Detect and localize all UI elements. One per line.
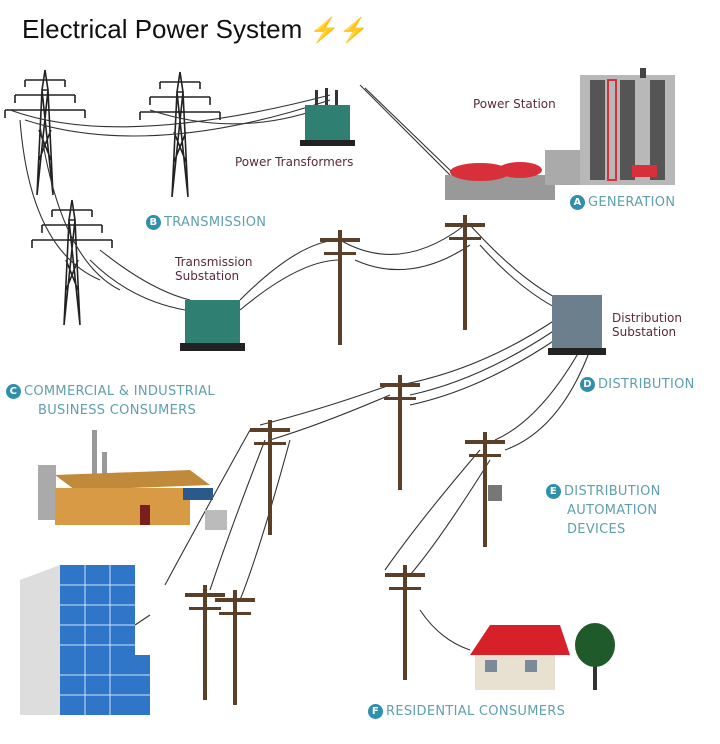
- stage-text: DISTRIBUTION: [598, 377, 695, 392]
- transmission-substation: [180, 300, 245, 351]
- house: [470, 625, 570, 690]
- utility-pole: [445, 215, 485, 330]
- stage-text: DISTRIBUTION: [564, 484, 661, 499]
- utility-pole: [385, 565, 425, 680]
- power-transformer: [300, 88, 355, 146]
- office-building: [20, 565, 150, 715]
- label-line: Substation: [612, 325, 677, 339]
- stage-badge: A: [570, 195, 585, 210]
- power-station: [445, 68, 675, 200]
- stage-text: GENERATION: [588, 195, 676, 210]
- stage-badge: E: [546, 484, 561, 499]
- power-lines: [9, 84, 591, 651]
- stage-badge: B: [146, 215, 161, 230]
- stage-text: DEVICES: [567, 522, 626, 537]
- utility-pole: [380, 375, 420, 490]
- automation-device: [488, 485, 502, 501]
- power-transformers-label: Power Transformers: [235, 155, 354, 169]
- label-line: Substation: [175, 269, 240, 283]
- page-title: Electrical Power System ⚡⚡: [22, 14, 370, 44]
- utility-pole: [250, 420, 290, 535]
- stage-text: COMMERCIAL & INDUSTRIAL: [24, 384, 215, 399]
- stage-badge: C: [6, 384, 21, 399]
- power-station-label: Power Station: [473, 97, 556, 111]
- tree: [575, 623, 615, 690]
- stage-badge: D: [580, 377, 595, 392]
- label-line: Distribution: [612, 311, 683, 325]
- transmission-tower: [4, 69, 86, 196]
- distribution-substation: [548, 295, 606, 355]
- stage-badge: F: [368, 704, 383, 719]
- label-line: Transmission: [175, 255, 253, 269]
- stage-text: BUSINESS CONSUMERS: [38, 403, 197, 418]
- factory: [38, 430, 227, 530]
- stage-text: TRANSMISSION: [164, 215, 267, 230]
- stage-text: AUTOMATION: [567, 503, 658, 518]
- stage-text: RESIDENTIAL CONSUMERS: [386, 704, 566, 719]
- utility-pole: [185, 585, 225, 700]
- transmission-tower: [139, 71, 221, 198]
- lightning-icon: ⚡⚡: [309, 17, 370, 44]
